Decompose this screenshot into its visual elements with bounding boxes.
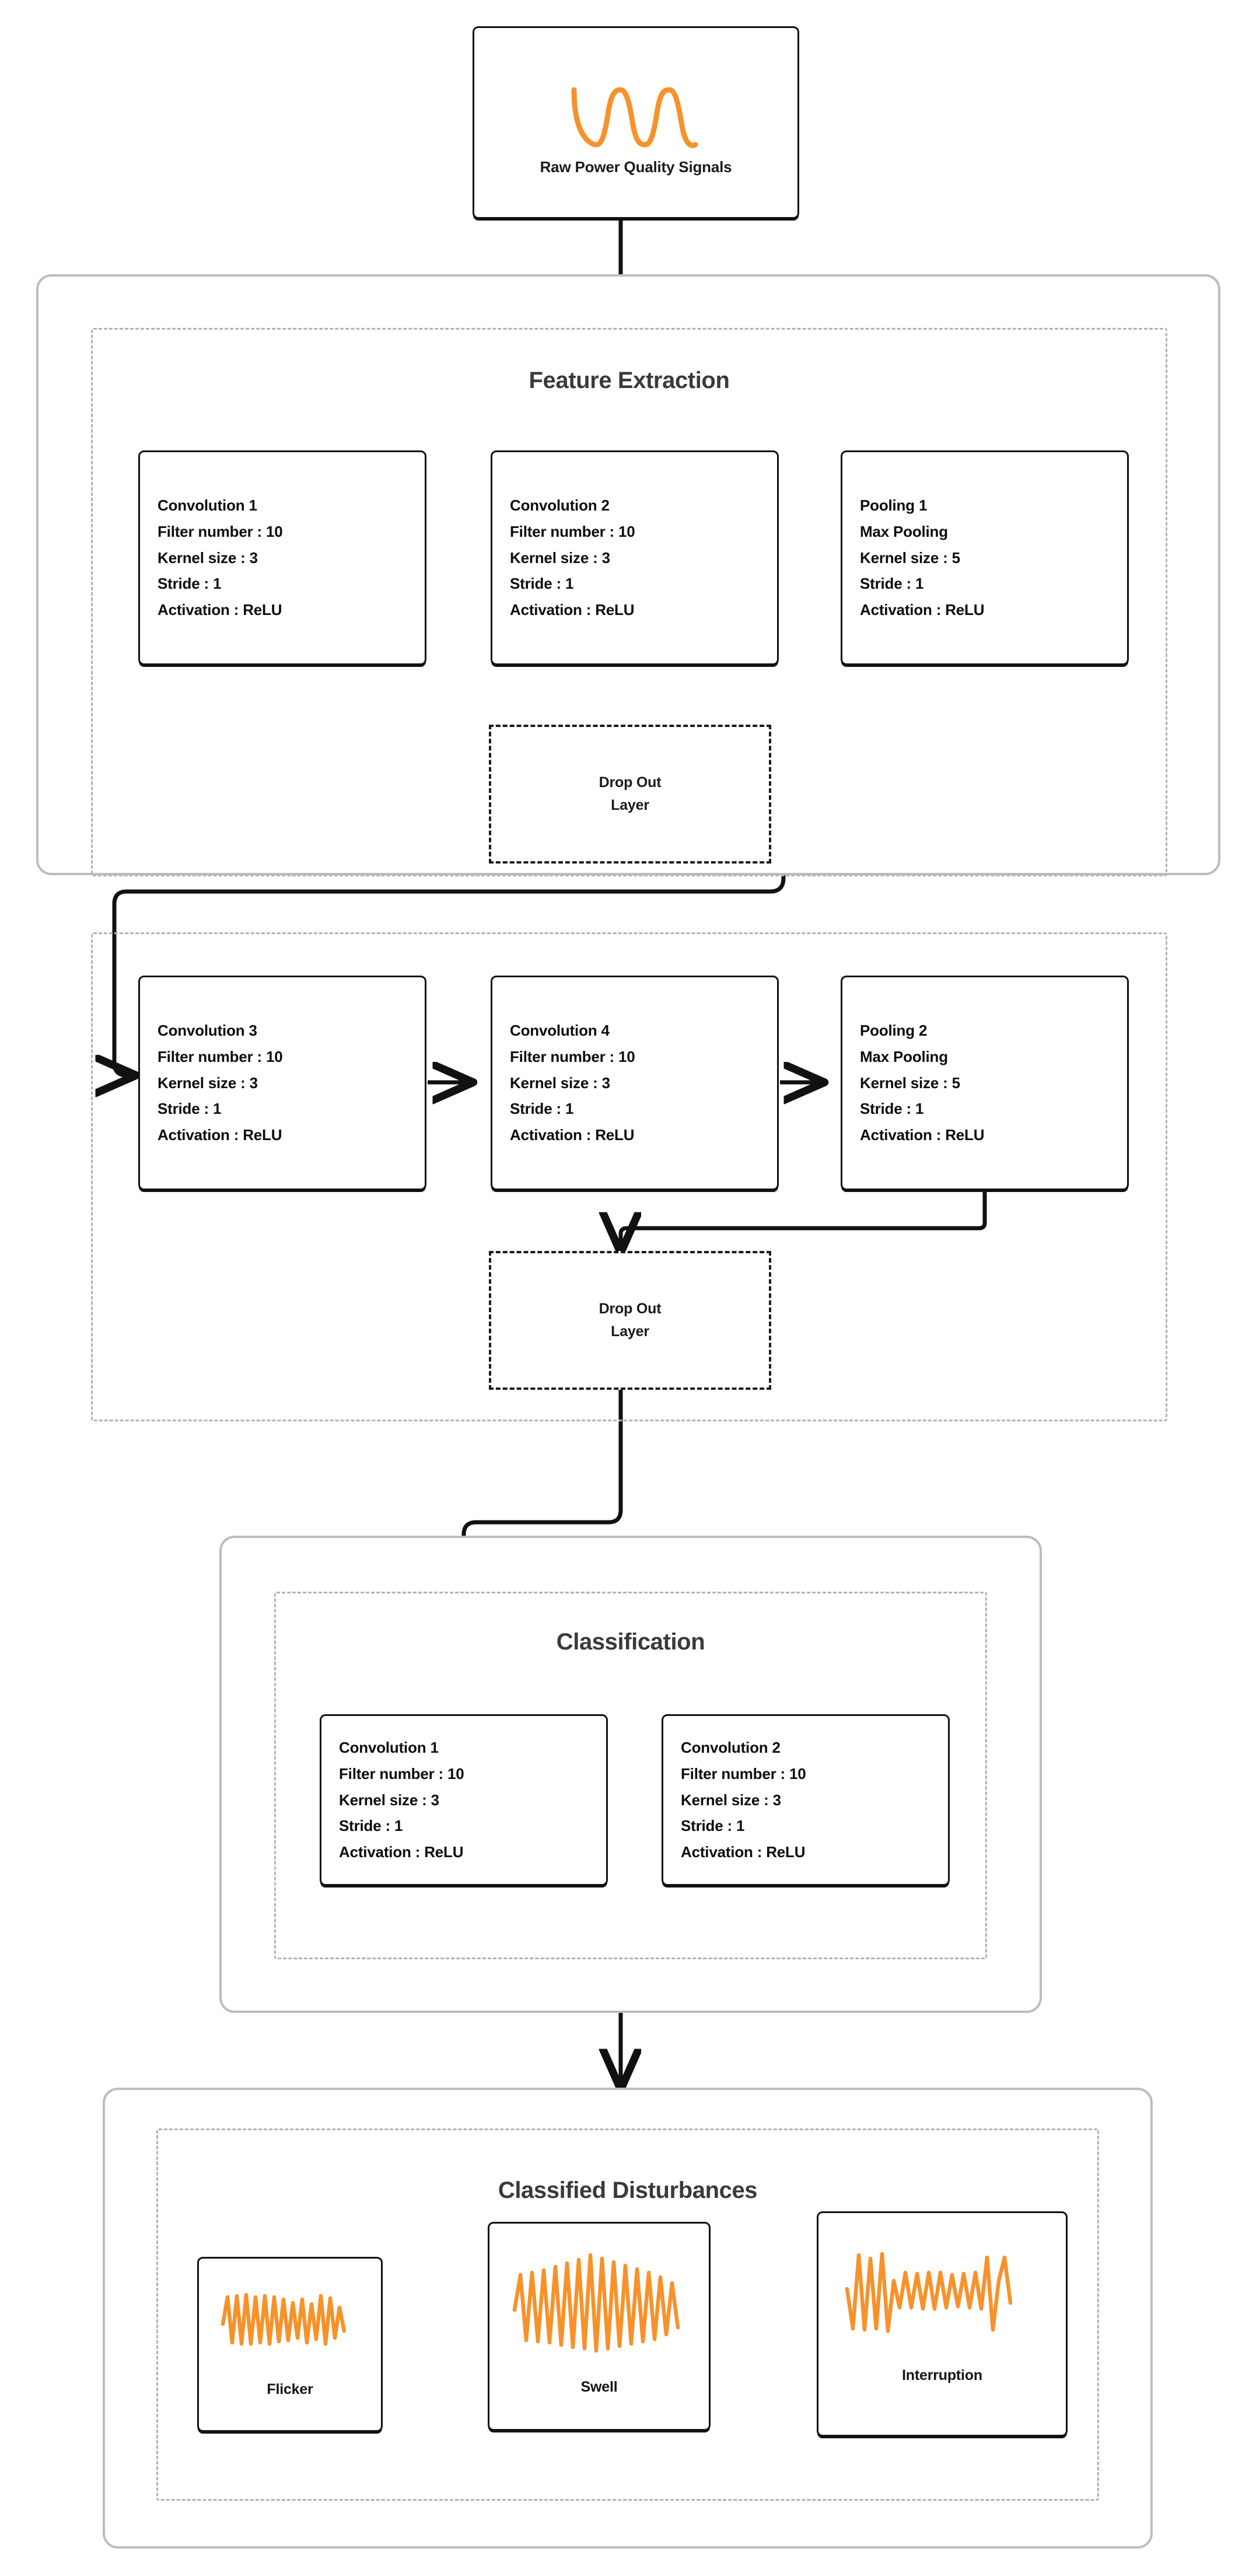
node-line: Activation : ReLU: [158, 1126, 282, 1144]
node-line: Kernel size : 3: [339, 1791, 439, 1809]
node-pooling-2: Pooling 2 Max Pooling Kernel size : 5 St…: [841, 976, 1129, 1190]
node-line: Convolution 2: [510, 497, 610, 515]
node-line: Filter number : 10: [158, 522, 283, 540]
node-line: Stride : 1: [158, 1100, 222, 1118]
node-line: Activation : ReLU: [510, 1126, 635, 1144]
feature-extraction-stage-1-group: [91, 328, 1167, 876]
node-line: Filter number : 10: [510, 522, 635, 540]
sine-wave-icon: [566, 79, 706, 158]
node-line: Convolution 3: [158, 1022, 257, 1040]
node-line: Stride : 1: [860, 575, 924, 593]
classified-disturbances-inner-group: [156, 2128, 1099, 2501]
node-pooling-1: Pooling 1 Max Pooling Kernel size : 5 St…: [841, 450, 1129, 665]
raw-signal-card: Raw Power Quality Signals: [473, 26, 799, 219]
disturbance-card-interruption: Interruption: [817, 2211, 1068, 2437]
node-line: Stride : 1: [510, 575, 574, 593]
node-line: Kernel size : 3: [510, 1074, 610, 1092]
node-convolution-3: Convolution 3 Filter number : 10 Kernel …: [138, 976, 426, 1190]
node-line: Activation : ReLU: [158, 601, 282, 619]
dropout-line-1: Drop Out: [599, 774, 662, 791]
node-line: Kernel size : 3: [510, 548, 610, 567]
node-line: Activation : ReLU: [339, 1843, 464, 1861]
node-line: Filter number : 10: [158, 1047, 283, 1065]
node-classification-convolution-1: Convolution 1 Filter number : 10 Kernel …: [320, 1714, 608, 1886]
flicker-waveform-icon: [217, 2282, 363, 2358]
node-line: Pooling 1: [860, 497, 928, 515]
node-line: Convolution 2: [681, 1739, 781, 1757]
node-line: Kernel size : 3: [158, 1074, 258, 1092]
node-line: Filter number : 10: [681, 1764, 806, 1782]
node-line: Kernel size : 5: [860, 548, 960, 567]
node-line: Stride : 1: [681, 1817, 745, 1835]
disturbance-card-flicker: Flicker: [197, 2257, 383, 2432]
disturbance-label: Interruption: [902, 2367, 982, 2383]
node-line: Convolution 1: [339, 1739, 439, 1757]
node-line: Filter number : 10: [510, 1047, 635, 1065]
node-line: Convolution 1: [158, 497, 257, 515]
classification-title: Classification: [556, 1629, 705, 1655]
node-convolution-1: Convolution 1 Filter number : 10 Kernel …: [138, 450, 426, 665]
feature-extraction-stage-2-group: [91, 932, 1167, 1421]
node-classification-convolution-2: Convolution 2 Filter number : 10 Kernel …: [662, 1714, 950, 1886]
feature-extraction-title: Feature Extraction: [529, 368, 730, 393]
node-convolution-4: Convolution 4 Filter number : 10 Kernel …: [491, 976, 779, 1190]
node-line: Kernel size : 5: [860, 1074, 960, 1092]
node-line: Stride : 1: [860, 1100, 924, 1118]
dropout-layer-2: Drop Out Layer: [489, 1251, 771, 1390]
disturbance-label: Flicker: [267, 2381, 313, 2397]
node-line: Activation : ReLU: [681, 1843, 806, 1861]
node-line: Activation : ReLU: [860, 601, 985, 619]
dropout-line-2: Layer: [611, 797, 649, 813]
node-line: Max Pooling: [860, 1047, 948, 1065]
dropout-line-1: Drop Out: [599, 1301, 662, 1317]
classified-disturbances-title: Classified Disturbances: [498, 2177, 758, 2203]
raw-signal-label: Raw Power Quality Signals: [540, 158, 732, 176]
dropout-layer-1: Drop Out Layer: [489, 725, 771, 864]
interruption-waveform-icon: [840, 2247, 1044, 2340]
disturbance-card-swell: Swell: [488, 2222, 711, 2431]
node-line: Stride : 1: [158, 575, 222, 593]
node-line: Activation : ReLU: [860, 1126, 985, 1144]
node-line: Kernel size : 3: [681, 1791, 781, 1809]
classification-inner-group: [274, 1592, 987, 1959]
node-line: Stride : 1: [339, 1817, 403, 1835]
node-convolution-2: Convolution 2 Filter number : 10 Kernel …: [491, 450, 779, 665]
node-line: Activation : ReLU: [510, 601, 635, 619]
node-line: Kernel size : 3: [158, 548, 258, 567]
node-line: Pooling 2: [860, 1022, 928, 1040]
disturbance-label: Swell: [580, 2379, 618, 2395]
node-line: Stride : 1: [510, 1100, 574, 1118]
node-line: Filter number : 10: [339, 1764, 464, 1782]
dropout-line-2: Layer: [611, 1323, 649, 1340]
swell-waveform-icon: [509, 2249, 690, 2354]
node-line: Max Pooling: [860, 522, 948, 540]
node-line: Convolution 4: [510, 1022, 610, 1040]
